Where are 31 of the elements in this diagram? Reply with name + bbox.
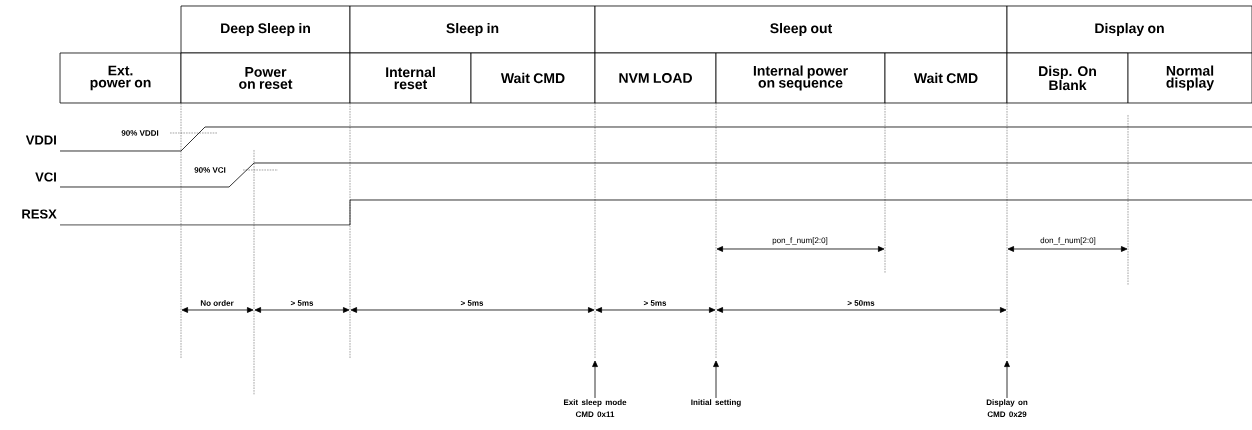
timing-label: > 5ms [460,300,484,306]
annotation-text: Initial setting [691,399,741,407]
header-cell: Sleep in [349,5,596,54]
timing-label: > 50ms [847,300,875,306]
signal-name: VCI [35,172,56,182]
threshold-label: 90% VCI [194,167,226,173]
header-cell: Ext. power on [59,52,182,104]
signal-name: RESX [22,209,57,219]
register-label: don_f_num[2:0] [1040,237,1096,245]
header-cell: Normal display [1127,52,1252,104]
header-cell: Deep Sleep in [180,5,351,54]
annotation-text: Display on CMD 0x29 [986,399,1028,418]
register-label: pon_f_num[2:0] [772,237,828,245]
signal-name: VDDI [25,135,56,145]
arrow [713,360,719,399]
threshold-label: 90% VDDI [121,130,159,136]
arrow [1004,360,1010,399]
header-cell: Display on [1006,5,1252,54]
header-cell: Internal reset [349,52,472,104]
timing-label: No order [200,300,234,306]
arrow [592,360,598,399]
node-label: Display on [1095,22,1164,37]
header-cell: Wait CMD [470,52,596,104]
header-cell: Internal power on sequence [715,52,886,104]
header-cell: Power on reset [180,52,351,104]
annotation-text: Exit sleep mode CMD 0x11 [564,399,627,418]
timing-label: > 5ms [643,300,667,306]
timing-label: > 5ms [290,300,314,306]
header-cell: NVM LOAD [594,52,717,104]
header-cell: Disp. On Blank [1006,52,1129,104]
header-cell: Wait CMD [884,52,1008,104]
